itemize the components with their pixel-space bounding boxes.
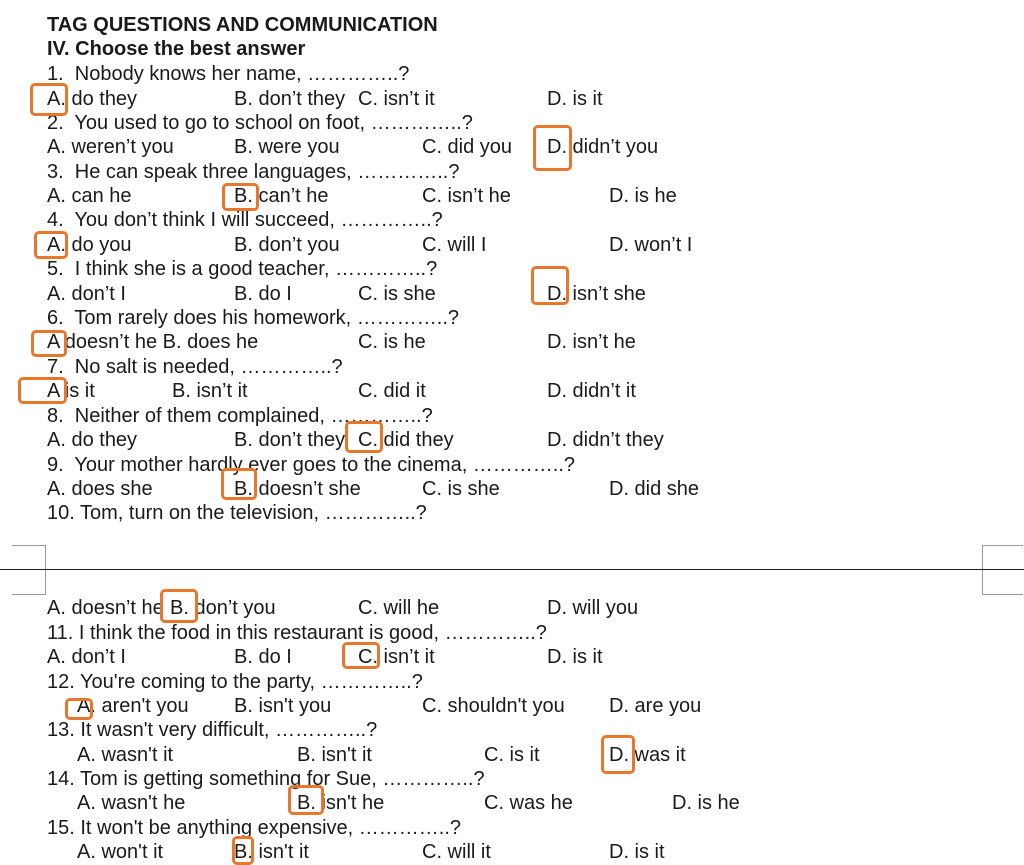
q6-option-c: C. is he — [358, 331, 426, 353]
q4-option-c: C. will I — [422, 234, 487, 256]
q6-option-a: A doesn’t he B. does he — [47, 331, 259, 353]
q9-option-a: A. does she — [47, 478, 153, 500]
question-13: 13. It wasn't very difficult, …………..? — [47, 719, 378, 741]
q1-answer-mark — [30, 83, 68, 116]
q9-option-c: C. is she — [422, 478, 500, 500]
q14-answer-mark — [288, 785, 324, 815]
q14-option-c: C. was he — [484, 792, 573, 814]
q8-option-c: C. did they — [358, 429, 454, 451]
q10-option-d: D. will you — [547, 597, 639, 619]
q4-option-d: D. won’t I — [609, 234, 693, 256]
q2-option-c: C. did you — [422, 136, 513, 158]
q9-option-d: D. did she — [609, 478, 700, 500]
q10-option-b: B. don’t you — [170, 597, 276, 619]
question-9: 9. Your mother hardly ever goes to the c… — [47, 454, 576, 476]
q4-answer-mark — [34, 231, 68, 259]
q14-option-d: D. is he — [672, 792, 740, 814]
q15-option-c: C. will it — [422, 841, 491, 863]
q5-option-a: A. don’t I — [47, 283, 126, 305]
question-12: 12. You're coming to the party, …………..? — [47, 671, 423, 693]
q3-answer-mark — [222, 183, 259, 211]
page-corner-left — [12, 545, 46, 595]
q5-answer-mark — [531, 266, 569, 305]
q2-option-a: A. weren’t you — [47, 136, 174, 158]
q10-option-a: A. doesn’t he — [47, 597, 164, 619]
question-5: 5. I think she is a good teacher, …………..… — [47, 258, 438, 280]
q12-option-b: B. isn't you — [234, 695, 332, 717]
q1-option-c: C. isn’t it — [358, 88, 435, 110]
q12-option-a: A. aren't you — [77, 695, 189, 717]
q3-option-b: B. can’t he — [234, 185, 329, 207]
q5-option-c: C. is she — [358, 283, 436, 305]
q3-option-c: C. isn’t he — [422, 185, 511, 207]
q6-option-d: D. isn’t he — [547, 331, 636, 353]
q13-option-c: C. is it — [484, 744, 540, 766]
q2-option-d: D. didn’t you — [547, 136, 659, 158]
page-corner-right — [982, 545, 1023, 595]
q11-option-a: A. don’t I — [47, 646, 126, 668]
q2-option-b: B. were you — [234, 136, 340, 158]
q8-answer-mark — [345, 421, 383, 453]
q7-option-b: B. isn’t it — [172, 380, 248, 402]
question-11: 11. I think the food in this restaurant … — [47, 622, 547, 644]
question-7: 7. No salt is needed, …………..? — [47, 356, 343, 378]
q8-option-b: B. don’t they — [234, 429, 346, 451]
q4-option-a: A. do you — [47, 234, 132, 256]
q15-option-d: D. is it — [609, 841, 665, 863]
q13-option-d: D. was it — [609, 744, 686, 766]
q15-answer-mark — [232, 836, 254, 865]
page-divider — [0, 569, 1024, 570]
q5-option-b: B. do I — [234, 283, 292, 305]
q7-option-d: D. didn’t it — [547, 380, 636, 402]
q7-option-c: C. did it — [358, 380, 426, 402]
q13-option-a: A. wasn't it — [77, 744, 174, 766]
q1-option-d: D. is it — [547, 88, 603, 110]
q11-option-c: C. isn’t it — [358, 646, 435, 668]
q7-answer-mark — [18, 377, 67, 404]
q3-option-a: A. can he — [47, 185, 132, 207]
question-4: 4. You don’t think I will succeed, ………….… — [47, 209, 443, 231]
question-2: 2. You used to go to school on foot, ………… — [47, 112, 473, 134]
q3-option-d: D. is he — [609, 185, 677, 207]
section-heading: IV. Choose the best answer — [47, 38, 306, 60]
question-15: 15. It won't be anything expensive, …………… — [47, 817, 462, 839]
question-1: 1. Nobody knows her name, …………..? — [47, 63, 410, 85]
q8-option-d: D. didn’t they — [547, 429, 664, 451]
question-14: 14. Tom is getting something for Sue, ……… — [47, 768, 485, 790]
q13-answer-mark — [601, 735, 635, 774]
q9-answer-mark — [221, 468, 257, 500]
q14-option-b: B. isn't he — [297, 792, 385, 814]
question-6: 6. Tom rarely does his homework, …………..? — [47, 307, 459, 329]
q15-option-b: B. isn't it — [234, 841, 309, 863]
question-10: 10. Tom, turn on the television, …………..? — [47, 502, 427, 524]
q13-option-b: B. isn't it — [297, 744, 372, 766]
q8-option-a: A. do they — [47, 429, 138, 451]
q11-option-d: D. is it — [547, 646, 603, 668]
q14-option-a: A. wasn't he — [77, 792, 186, 814]
q10-option-c: C. will he — [358, 597, 440, 619]
q12-answer-mark — [65, 698, 93, 720]
q9-option-b: B. doesn’t she — [234, 478, 361, 500]
question-3: 3. He can speak three languages, …………..? — [47, 161, 460, 183]
q7-option-a: A is it — [47, 380, 95, 402]
q15-option-a: A. won't it — [77, 841, 164, 863]
q11-answer-mark — [342, 642, 380, 669]
q6-answer-mark — [31, 330, 67, 357]
q5-option-d: D. isn’t she — [547, 283, 646, 305]
q11-option-b: B. do I — [234, 646, 292, 668]
q12-option-d: D. are you — [609, 695, 702, 717]
q10-answer-mark — [160, 589, 198, 623]
q12-option-c: C. shouldn't you — [422, 695, 565, 717]
q1-option-a: A. do they — [47, 88, 138, 110]
q2-answer-mark — [533, 125, 572, 171]
q1-option-b: B. don’t they — [234, 88, 346, 110]
q4-option-b: B. don’t you — [234, 234, 340, 256]
doc-title: TAG QUESTIONS AND COMMUNICATION — [47, 14, 438, 36]
